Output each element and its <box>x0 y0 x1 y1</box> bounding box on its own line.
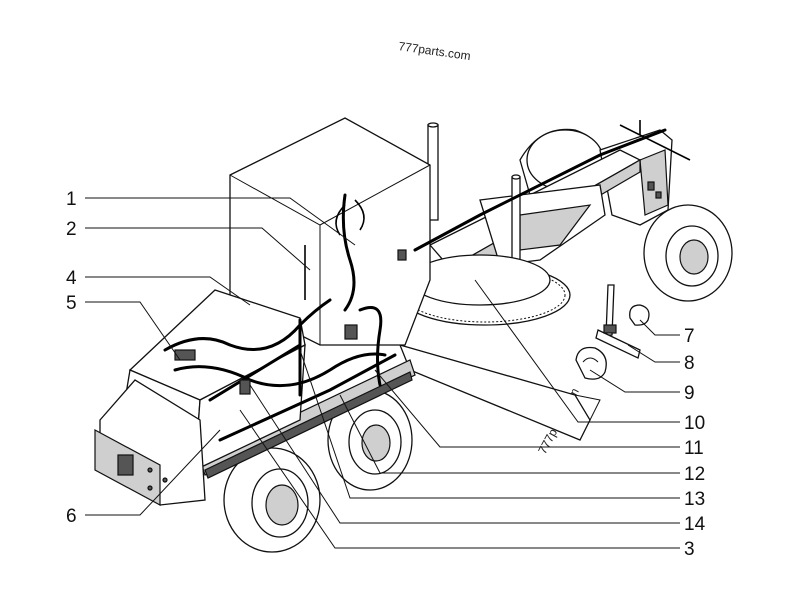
wiring-harnesses <box>163 120 691 442</box>
rear-wheel-front <box>327 389 413 491</box>
callout-numbers: 1 2 4 5 6 7 8 9 10 11 12 13 14 3 <box>66 189 706 560</box>
callout-9: 9 <box>684 383 695 404</box>
part-clamp-9 <box>575 346 607 380</box>
callout-5: 5 <box>66 293 77 314</box>
callout-8: 8 <box>684 353 695 374</box>
motor-grader-illustration <box>94 117 733 553</box>
tandem-housing <box>199 359 416 479</box>
part-clip-7 <box>629 304 650 326</box>
callout-2: 2 <box>66 219 77 240</box>
part-cable-tie-8 <box>595 284 641 359</box>
main-frame <box>428 149 642 281</box>
watermark-top: 777parts.com <box>398 39 472 63</box>
callout-11: 11 <box>684 438 704 459</box>
callout-13: 13 <box>684 489 705 510</box>
callout-4: 4 <box>66 268 77 289</box>
callout-12: 12 <box>684 464 705 485</box>
front-right-wheel <box>643 204 733 302</box>
callout-1: 1 <box>66 189 77 210</box>
callout-10: 10 <box>684 413 705 434</box>
callout-6: 6 <box>66 506 77 527</box>
rear-wheel-rear <box>223 447 321 553</box>
callout-3: 3 <box>684 539 695 560</box>
callout-14: 14 <box>684 514 706 535</box>
callout-7: 7 <box>684 326 695 347</box>
leader-lines <box>85 197 680 549</box>
